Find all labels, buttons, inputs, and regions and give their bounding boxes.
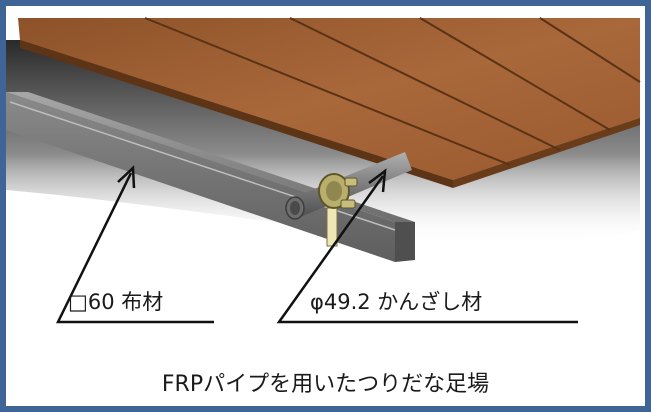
clamp bbox=[318, 173, 358, 247]
clamp-strap bbox=[326, 207, 338, 247]
deck-edge-right bbox=[453, 118, 640, 188]
board-joint bbox=[144, 17, 511, 166]
deck-edge bbox=[20, 40, 453, 188]
pipe-end-inner bbox=[290, 201, 300, 215]
board-joint bbox=[289, 17, 561, 151]
ledger-side bbox=[6, 92, 395, 262]
square-ledger bbox=[6, 92, 415, 262]
ledger-top bbox=[6, 92, 415, 222]
deck-boards bbox=[18, 17, 641, 188]
clamp-bolt bbox=[340, 199, 356, 209]
clamp-ring-inner bbox=[326, 181, 342, 201]
leader-right bbox=[276, 168, 578, 324]
deck-top bbox=[18, 18, 640, 180]
figure-caption: FRPパイプを用いたつりだな足場 bbox=[161, 372, 490, 397]
clamp-bolt bbox=[344, 177, 358, 187]
board-joint bbox=[539, 17, 641, 83]
ledger-label: □60 布材 bbox=[68, 290, 164, 314]
ledger-end bbox=[395, 222, 415, 262]
board-joint bbox=[419, 17, 611, 131]
leader-left bbox=[55, 165, 214, 324]
pipe-label: φ49.2 かんざし材 bbox=[310, 290, 483, 314]
